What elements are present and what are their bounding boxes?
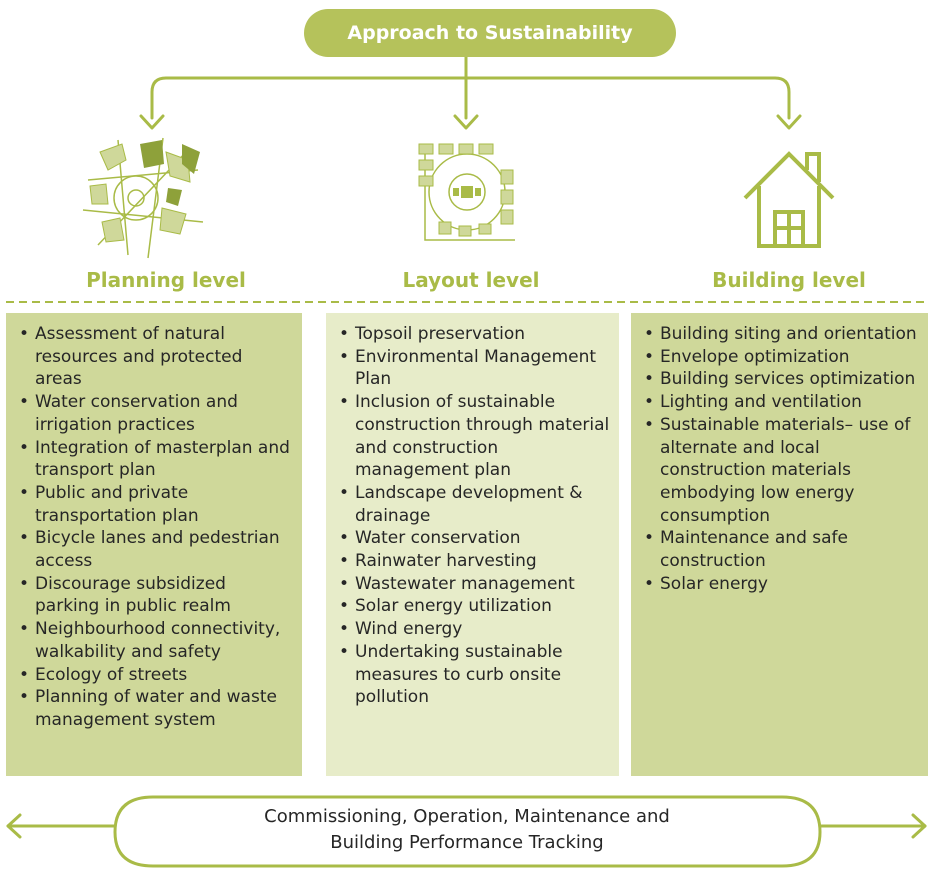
list-item: Landscape development & drainage (338, 482, 611, 527)
left-arrow-head (6, 813, 22, 839)
list-item: Integration of masterplan and transport … (18, 437, 294, 482)
right-arrow-head (911, 813, 927, 839)
building-level-title: Building level (712, 268, 866, 292)
arrow-layout (453, 114, 479, 130)
lifecycle-line-2: Building Performance Tracking (330, 832, 604, 853)
planning-level-panel: Assessment of natural resources and prot… (6, 313, 302, 776)
lifecycle-line-1: Commissioning, Operation, Maintenance an… (264, 806, 670, 827)
building-level-panel: Building siting and orientation Envelope… (631, 313, 928, 776)
list-item: Water conservation and irrigation practi… (18, 391, 294, 436)
list-item: Wind energy (338, 618, 611, 641)
bottom-frame (113, 795, 822, 868)
building-item-list: Building siting and orientation Envelope… (643, 323, 920, 595)
list-item: Rainwater harvesting (338, 550, 611, 573)
planning-map-icon (78, 130, 208, 260)
planning-level-title: Planning level (86, 268, 246, 292)
arrow-building (776, 114, 802, 130)
approach-title: Approach to Sustainability (347, 22, 633, 44)
list-item: Public and private transportation plan (18, 482, 294, 527)
list-item: Building services optimization (643, 368, 920, 391)
list-item: Sustainable materials– use of alternate … (643, 414, 920, 528)
list-item: Solar energy (643, 573, 920, 596)
list-item: Lighting and ventilation (643, 391, 920, 414)
list-item: Envelope optimization (643, 346, 920, 369)
arrow-planning (139, 114, 165, 130)
list-item: Ecology of streets (18, 664, 294, 687)
list-item: Undertaking sustainable measures to curb… (338, 641, 611, 709)
list-item: Wastewater management (338, 573, 611, 596)
list-item: Neighbourhood connectivity, walkability … (18, 618, 294, 663)
planning-item-list: Assessment of natural resources and prot… (18, 323, 294, 732)
layout-item-list: Topsoil preservation Environmental Manag… (338, 323, 611, 709)
list-item: Topsoil preservation (338, 323, 611, 346)
layout-level-panel: Topsoil preservation Environmental Manag… (326, 313, 619, 776)
layout-level-title: Layout level (402, 268, 540, 292)
list-item: Assessment of natural resources and prot… (18, 323, 294, 391)
layout-plan-icon (405, 130, 535, 260)
house-icon (725, 130, 855, 260)
list-item: Solar energy utilization (338, 595, 611, 618)
branch-arc (150, 76, 791, 120)
list-item: Building siting and orientation (643, 323, 920, 346)
list-item: Bicycle lanes and pedestrian access (18, 527, 294, 572)
list-item: Maintenance and safe construction (643, 527, 920, 572)
list-item: Environmental Management Plan (338, 346, 611, 391)
approach-title-pill: Approach to Sustainability (304, 9, 676, 57)
list-item: Water conservation (338, 527, 611, 550)
lifecycle-caption: Commissioning, Operation, Maintenance an… (130, 804, 804, 856)
list-item: Discourage subsidized parking in public … (18, 573, 294, 618)
list-item: Inclusion of sustainable construction th… (338, 391, 611, 482)
list-item: Planning of water and waste management s… (18, 686, 294, 731)
